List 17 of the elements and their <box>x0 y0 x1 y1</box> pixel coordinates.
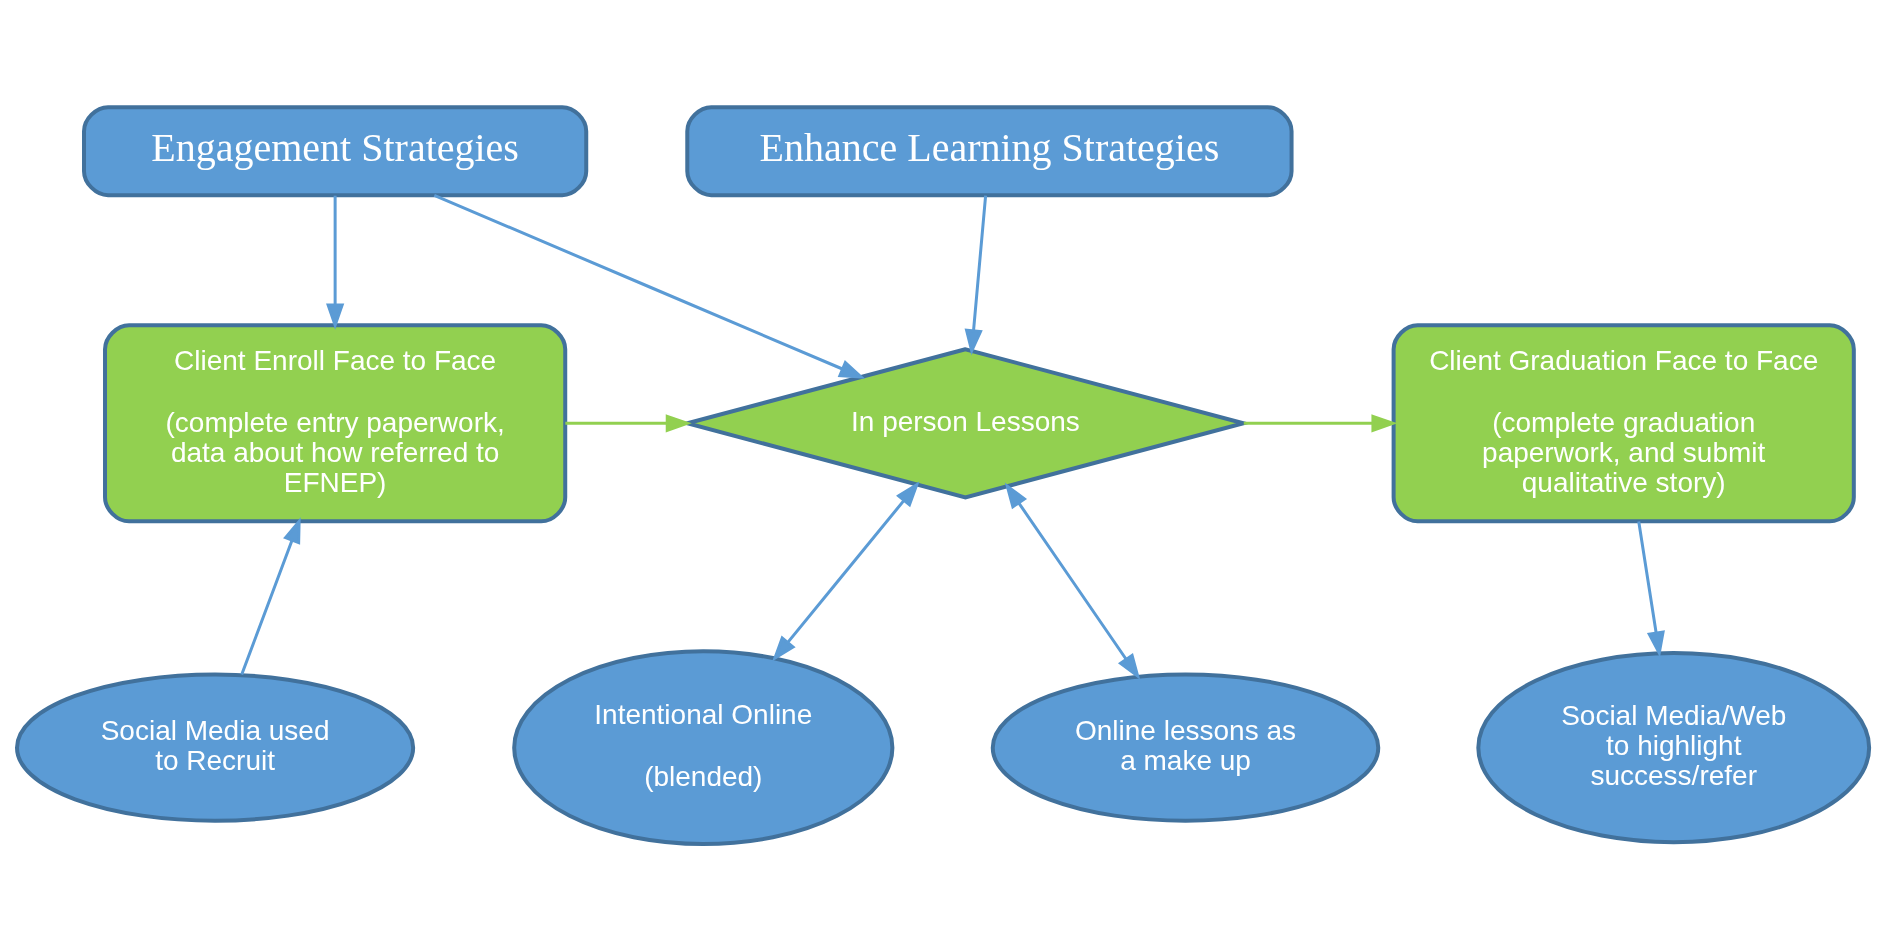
arrow <box>564 414 692 433</box>
arrow <box>239 517 301 676</box>
node-box: Client Graduation Face to Face (complete graduation paperwork, and submit qualitative story) <box>1391 323 1856 524</box>
arrow <box>433 194 865 379</box>
node-box: Client Enroll Face to Face (complete entry paperwork, data about how referred to EFNEP) <box>102 323 567 524</box>
arrow <box>964 195 987 356</box>
arrow <box>771 481 920 662</box>
arrow <box>325 195 344 330</box>
arrow <box>1636 521 1665 658</box>
arrow <box>1004 482 1140 680</box>
arrow <box>1243 414 1397 433</box>
node-box: Enhance Learning Strategies <box>684 105 1294 198</box>
node-ellipse: Social Media used to Recruit <box>14 672 415 823</box>
node-ellipse: Social Media/Web to highlight success/refer <box>1475 651 1871 845</box>
node-ellipse: Intentional Online (blended) <box>511 649 894 846</box>
node-box: Engagement Strategies <box>81 105 588 198</box>
node-ellipse: Online lessons as a make up <box>990 672 1380 823</box>
